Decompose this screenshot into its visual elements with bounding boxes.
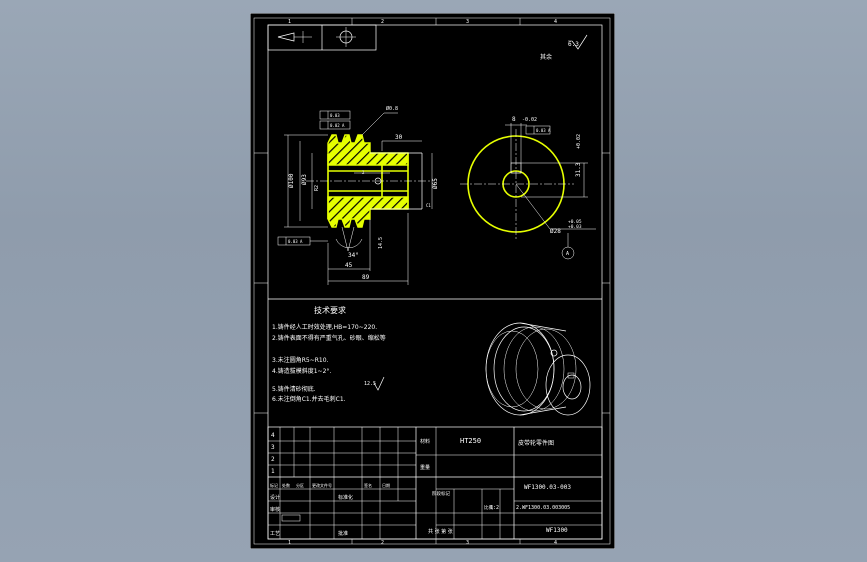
part-name: 皮带轮零件图 (518, 439, 554, 447)
tech-item-8: 6.未注倒角C1.并去毛刺C1. (272, 395, 346, 403)
tol-frame-3: 0.03 A (288, 239, 303, 244)
dim-w45: 45 (345, 262, 353, 269)
dim-depth-tol: +0.02 (576, 134, 582, 149)
dim-bore-tol-upper: +0.05 (568, 219, 582, 225)
col-label-1: 标记 (270, 482, 278, 488)
zone-number-bottom-1: 1 (288, 540, 291, 546)
std-label: 标准化 (338, 494, 353, 501)
tech-item-4: 3.未注圆角R5~R10. (272, 356, 329, 364)
rev-num-1: 1 (271, 468, 275, 475)
symbol-box (267, 24, 377, 51)
tol-frame-2: 0.02 A (330, 123, 345, 128)
row-label-process: 工艺 (270, 531, 280, 537)
dim-key-width: 8 (512, 116, 516, 123)
dim-sn: 2 (362, 170, 365, 175)
weight-label: 重量 (420, 464, 430, 471)
assembly-number: 2.WF1300.03.003005 (516, 505, 570, 511)
drawing-number: WF1300.03-003 (524, 484, 571, 491)
tol-frame-1: 0.03 (330, 113, 340, 118)
zone-number-bottom-3: 3 (466, 540, 469, 546)
roughness-note: 其余 (540, 53, 552, 61)
col-label-4: 更改文件号 (312, 482, 332, 488)
sheet-background (250, 13, 615, 549)
isometric-pulley (485, 322, 591, 416)
zone-number-top-3: 3 (466, 19, 469, 25)
dim-bore: Ø28 (550, 228, 561, 235)
zone-ticks (254, 18, 610, 544)
tech-item-5: 4.铸造拔模斜度1~2°. (272, 367, 331, 375)
scale-value: 1:2 (490, 505, 499, 511)
tech-item-7: 5.铸件清砂彻底. (272, 385, 316, 393)
side-view (460, 123, 596, 260)
dim-key-tol: -0.02 (522, 117, 537, 123)
project-code: WF1300 (546, 527, 568, 534)
col-label-6: 日期 (382, 482, 390, 488)
zone-number-bottom-2: 2 (381, 540, 384, 546)
tech-title: 技术要求 (314, 305, 346, 315)
material-value: HT250 (460, 437, 481, 445)
zone-number-top-4: 4 (554, 19, 557, 25)
col-label-5: 签名 (364, 482, 372, 488)
dim-d100: Ø100 (288, 173, 295, 188)
dim-d65: Ø65 (432, 178, 439, 189)
dim-angle-34: 34° (348, 252, 359, 259)
dim-bore-tol-lower: +0.03 (568, 224, 582, 230)
sheet-label: 共 张 第 张 (428, 528, 453, 535)
tech-roughness-value: 12.5 (364, 381, 376, 387)
zone-number-bottom-4: 4 (554, 540, 557, 546)
title-block-grid (267, 426, 603, 540)
datum-label: A (566, 251, 569, 257)
col-label-3: 分区 (296, 482, 304, 488)
dim-d93: Ø93 (301, 174, 308, 185)
tech-roughness-symbol (373, 376, 385, 391)
rev-num-3: 3 (271, 444, 275, 451)
drawing-canvas: 1 2 3 4 1 2 3 4 6.3 其余 (250, 13, 615, 549)
dim-w30: 30 (395, 134, 403, 141)
zone-number-top-2: 2 (381, 19, 384, 25)
row-label-review: 审核 (270, 506, 280, 513)
roughness-value: 6.3 (568, 41, 579, 48)
material-label: 材料 (420, 438, 430, 445)
front-section-view (277, 110, 433, 285)
tech-item-2: 2.铸件表面不得有严重气孔、砂眼、缩松等 (272, 334, 386, 342)
tech-requirements: 1.铸件经人工时效处理,HB=170~220. 2.铸件表面不得有严重气孔、砂眼… (272, 323, 386, 403)
side-tol-frame: 0.03 A (536, 128, 551, 133)
rev-num-4: 4 (271, 432, 275, 439)
signature-box (281, 514, 301, 522)
dim-depth: 31.3 (575, 162, 582, 177)
stage-label: 阶段标记 (432, 490, 450, 497)
outer-frame (253, 17, 611, 545)
col-label-2: 处数 (282, 482, 290, 488)
scale-label: 比例 (484, 504, 493, 511)
row-label-design: 设计 (270, 494, 280, 501)
dim-r2: R2 (314, 185, 320, 191)
rev-num-2: 2 (271, 456, 275, 463)
dim-h145: 14.5 (378, 237, 384, 249)
dim-w89: 89 (362, 274, 370, 281)
dim-c1: C1 (426, 203, 431, 208)
zone-number-top-1: 1 (288, 19, 291, 25)
roughness-symbol (568, 34, 588, 50)
approve-label: 批准 (338, 530, 348, 537)
tech-item-1: 1.铸件经人工时效处理,HB=170~220. (272, 323, 377, 331)
dim-top-note: Ø0.8 (386, 105, 398, 112)
drawing-sheet: 1 2 3 4 1 2 3 4 6.3 其余 (250, 13, 615, 549)
